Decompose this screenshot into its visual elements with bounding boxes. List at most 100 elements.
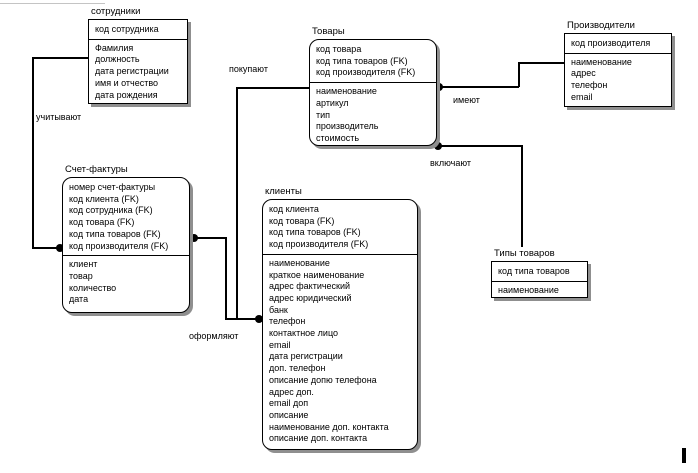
attribute-row: наименование xyxy=(269,257,330,268)
relationship-line-pokupayut xyxy=(236,87,309,89)
relationship-label: имеют xyxy=(453,95,480,105)
entity-title: Товары xyxy=(312,26,345,37)
relationship-line-oformlyayut xyxy=(225,237,227,319)
relationship-label: учитывают xyxy=(36,112,82,122)
attribute-row: код товара xyxy=(316,44,362,54)
relationship-line-vklyuchayut xyxy=(521,145,523,247)
attribute-row: код сотрудника xyxy=(95,24,159,34)
attribute-row: адрес доп. xyxy=(269,386,314,397)
attribute-row: код типа товаров xyxy=(498,266,570,276)
entity-product-types[interactable]: код типа товаров наименование xyxy=(491,261,588,298)
attribute-row: клиент xyxy=(69,259,98,270)
attribute-row: адрес фактический xyxy=(269,281,351,292)
attribute-row: Фамилия xyxy=(95,42,134,53)
attribute-row: адрес юридический xyxy=(269,292,352,303)
relationship-line-pokupayut xyxy=(236,87,238,319)
attribute-row: контактное лицо xyxy=(269,328,339,339)
attribute-row: код клиента (FK) xyxy=(69,193,139,204)
attribute-row: код товара (FK) xyxy=(269,215,335,226)
entity-product-types-group: Типы товаров код типа товаров наименован… xyxy=(491,248,588,298)
attribute-row: код типа товаров (FK) xyxy=(316,55,408,66)
relationship-line-uchityvayut xyxy=(32,247,62,249)
relationship-line-uchityvayut xyxy=(32,57,34,248)
attribute-row: дата регистрации xyxy=(269,351,343,362)
attribute-row: код производителя xyxy=(571,38,651,48)
attribute-row: описание допю телефона xyxy=(269,374,377,385)
attribute-row: товар xyxy=(69,270,93,281)
many-end-dot xyxy=(56,244,64,252)
relationship-label: оформляют xyxy=(189,331,239,341)
attribute-row: описание доп. контакта xyxy=(269,433,368,444)
attribute-row: email доп xyxy=(269,398,309,409)
attribute-row: банк xyxy=(269,304,288,315)
attribute-row: наименование xyxy=(316,86,377,97)
relationship-line-oformlyayut xyxy=(225,318,261,320)
relationship-line-uchityvayut xyxy=(32,57,88,59)
relationship-line-imeyut xyxy=(518,62,520,87)
attribute-row: должность xyxy=(95,54,140,65)
key-section: код сотрудника xyxy=(89,20,187,40)
entity-manufacturers-group: Производители код производителя наименов… xyxy=(564,20,672,107)
attribute-row: дата регистрации xyxy=(95,66,169,77)
relationship-line-imeyut xyxy=(437,86,519,88)
entity-title: Типы товаров xyxy=(494,248,555,259)
attribute-row: телефон xyxy=(571,80,608,91)
attribute-row: дата рождения xyxy=(95,89,158,100)
attribute-row: наименование доп. контакта xyxy=(269,421,389,432)
attribute-row: код товара (FK) xyxy=(69,217,135,228)
attribute-row: код производителя (FK) xyxy=(69,240,169,251)
relationship-line-imeyut xyxy=(518,62,564,64)
attribute-row: код клиента xyxy=(269,204,319,214)
attribute-row: производитель xyxy=(316,121,379,132)
attribute-row: имя и отчество xyxy=(95,77,159,88)
key-section: код производителя xyxy=(565,34,671,54)
entity-title: Счет-фактуры xyxy=(65,164,128,175)
attr-section: наименование xyxy=(492,282,587,300)
attribute-row: код производителя (FK) xyxy=(316,67,416,78)
relationship-label: включают xyxy=(430,158,471,168)
attribute-row: email xyxy=(269,339,291,350)
attribute-row: наименование xyxy=(571,56,632,67)
attribute-row: код типа товаров (FK) xyxy=(69,228,161,239)
attribute-row: стоимость xyxy=(316,132,360,143)
attribute-row: код сотрудника (FK) xyxy=(69,205,153,216)
many-end-dot xyxy=(255,315,263,323)
entity-title: сотрудники xyxy=(91,6,141,17)
attribute-row: доп. телефон xyxy=(269,363,326,374)
attribute-row: код типа товаров (FK) xyxy=(269,227,361,238)
attribute-row: артикул xyxy=(316,97,349,108)
attribute-row: наименование xyxy=(498,284,559,295)
attribute-row: дата xyxy=(69,294,89,305)
key-section: код типа товаров xyxy=(492,262,587,282)
attribute-row: описание xyxy=(269,409,309,420)
scan-artifact-line xyxy=(0,3,105,4)
entity-title: клиенты xyxy=(265,186,302,197)
corner-mark xyxy=(682,448,686,463)
entity-title: Производители xyxy=(567,20,635,31)
relationship-line-oformlyayut xyxy=(190,237,226,239)
attribute-row: email xyxy=(571,91,593,102)
attribute-row: номер счет-фактуры xyxy=(69,182,156,192)
attribute-row: код производителя (FK) xyxy=(269,239,369,250)
attribute-row: адрес xyxy=(571,68,596,79)
attribute-row: телефон xyxy=(269,316,306,327)
attribute-row: количество xyxy=(69,282,117,293)
